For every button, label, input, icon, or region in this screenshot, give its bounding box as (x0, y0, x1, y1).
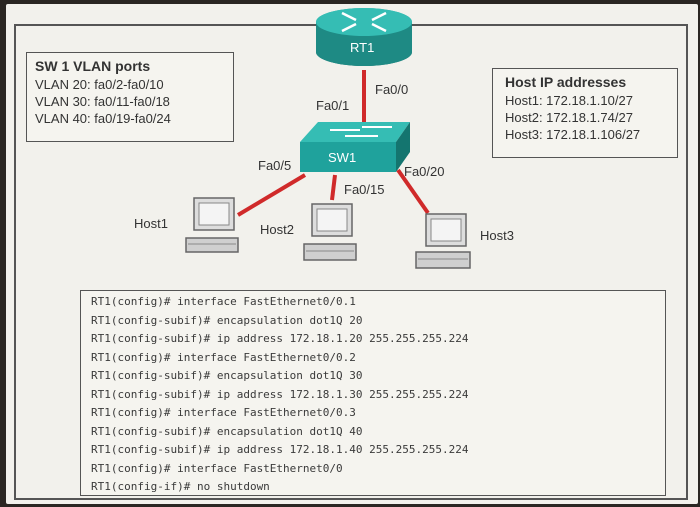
port-label-rt1-fa00: Fa0/0 (375, 82, 409, 97)
port-label-sw1-fa015: Fa0/15 (344, 182, 385, 197)
cli-line: RT1(config)# interface FastEthernet0/0.3 (91, 406, 356, 419)
vlan-line: VLAN 40: fa0/19-fa0/24 (35, 111, 171, 126)
cli-line: RT1(config)# interface FastEthernet0/0 (91, 461, 343, 475)
router-label: RT1 (350, 40, 375, 55)
cli-line: RT1(config)# interface FastEthernet0/0.1 (91, 295, 356, 308)
host2-computer-icon (303, 203, 357, 261)
cli-line: RT1(config-subif)# encapsulation dot1Q 4… (91, 424, 363, 438)
link-sw1-host1 (236, 173, 307, 217)
cli-line: RT1(config-if)# no shutdown (91, 480, 270, 493)
port-label-sw1-fa020: Fa0/20 (404, 164, 445, 179)
cli-line: RT1(config-subif)# ip address 172.18.1.2… (91, 332, 469, 345)
switch-arrows-icon (330, 126, 392, 137)
host3-computer-icon (415, 213, 471, 269)
router-rt1 (316, 8, 412, 66)
switch-sw1 (300, 122, 410, 172)
ip-line: Host1: 172.18.1.10/27 (505, 93, 633, 108)
link-sw1-host3 (396, 168, 430, 215)
host1-label: Host1 (134, 216, 168, 231)
vlan-ports-box: SW 1 VLAN ports VLAN 20: fa0/2-fa0/10 VL… (26, 52, 234, 142)
cli-line: RT1(config)# interface FastEthernet0/0.2 (91, 350, 356, 364)
host3-label: Host3 (480, 228, 514, 243)
link-sw1-host2 (330, 174, 337, 201)
vlan-box-title: SW 1 VLAN ports (35, 58, 151, 74)
host1-computer-icon (185, 197, 239, 253)
vlan-line: VLAN 30: fa0/11-fa0/18 (35, 94, 170, 109)
host-ip-box: Host IP addresses Host1: 172.18.1.10/27 … (492, 68, 678, 158)
cli-line: RT1(config-subif)# ip address 172.18.1.3… (91, 387, 469, 401)
cli-line: RT1(config-subif)# encapsulation dot1Q 3… (91, 369, 363, 382)
port-label-sw1-fa01: Fa0/1 (316, 98, 350, 113)
switch-label: SW1 (328, 150, 357, 165)
ip-line: Host2: 172.18.1.74/27 (505, 110, 633, 125)
ip-box-title: Host IP addresses (505, 74, 627, 90)
port-label-sw1-fa05: Fa0/5 (258, 158, 292, 173)
cli-config-box: RT1(config)# interface FastEthernet0/0.1… (80, 290, 666, 496)
vlan-line: VLAN 20: fa0/2-fa0/10 (35, 77, 164, 92)
cli-line: RT1(config-subif)# ip address 172.18.1.4… (91, 443, 469, 456)
ip-line: Host3: 172.18.1.106/27 (505, 127, 641, 142)
cli-line: RT1(config-subif)# encapsulation dot1Q 2… (91, 313, 363, 327)
host2-label: Host2 (260, 222, 294, 237)
router-arrows-icon (341, 11, 387, 33)
